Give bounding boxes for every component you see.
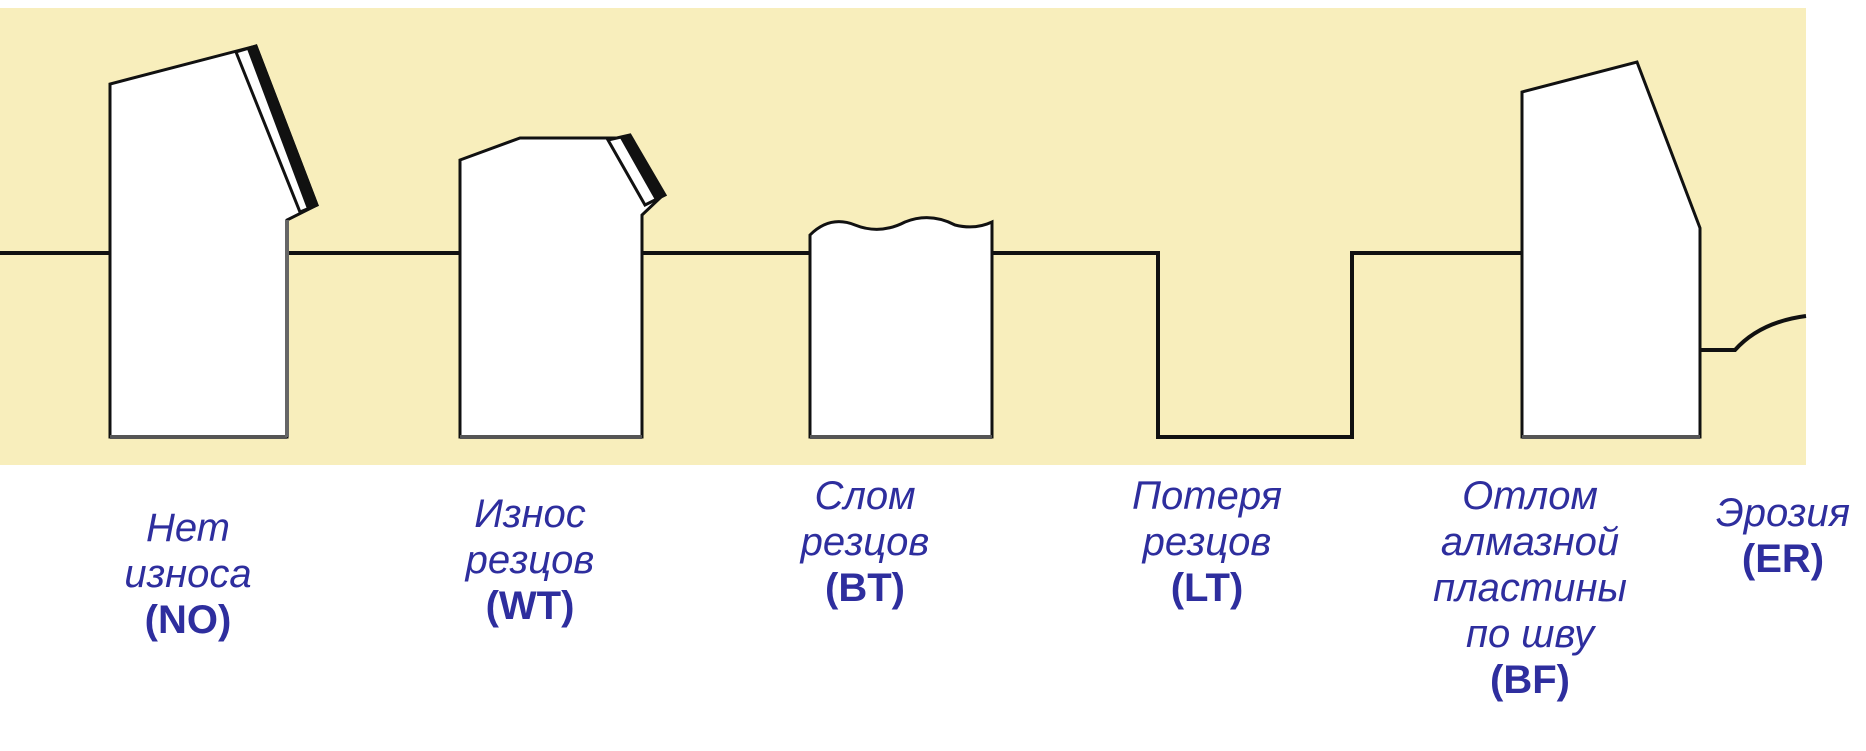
caption-lt: Потеря резцов (LT) <box>1097 473 1317 611</box>
caption-bf: Отлом алмазной пластины по шву (BF) <box>1400 473 1660 703</box>
caption-er-code: (ER) <box>1741 537 1825 581</box>
baseline-segments <box>0 251 1522 439</box>
caption-bt-code: (BT) <box>825 566 905 610</box>
bond-failure-cutter-icon <box>1520 60 1702 439</box>
caption-er: Эрозия (ER) <box>1700 490 1866 582</box>
caption-wt: Износ резцов (WT) <box>430 491 630 629</box>
caption-er-condition: Эрозия <box>1715 491 1850 535</box>
worn-cutter-icon <box>458 133 668 439</box>
caption-bt: Слом резцов (BT) <box>765 473 965 611</box>
caption-lt-condition: Потеря резцов <box>1132 474 1282 564</box>
caption-no-condition: Нет износа <box>124 506 252 596</box>
caption-bf-condition: Отлом алмазной пластины по шву <box>1433 474 1627 656</box>
caption-lt-code: (LT) <box>1170 566 1244 610</box>
intact-cutter-icon <box>108 44 319 439</box>
caption-wt-code: (WT) <box>485 584 575 628</box>
caption-bt-condition: Слом резцов <box>800 474 930 564</box>
broken-cutter-icon <box>808 216 994 439</box>
caption-no-code: (NO) <box>144 598 232 642</box>
caption-bf-code: (BF) <box>1490 658 1570 702</box>
erosion-cutter-icon <box>1700 314 1807 352</box>
caption-wt-condition: Износ резцов <box>465 492 595 582</box>
caption-no: Нет износа (NO) <box>88 505 288 643</box>
